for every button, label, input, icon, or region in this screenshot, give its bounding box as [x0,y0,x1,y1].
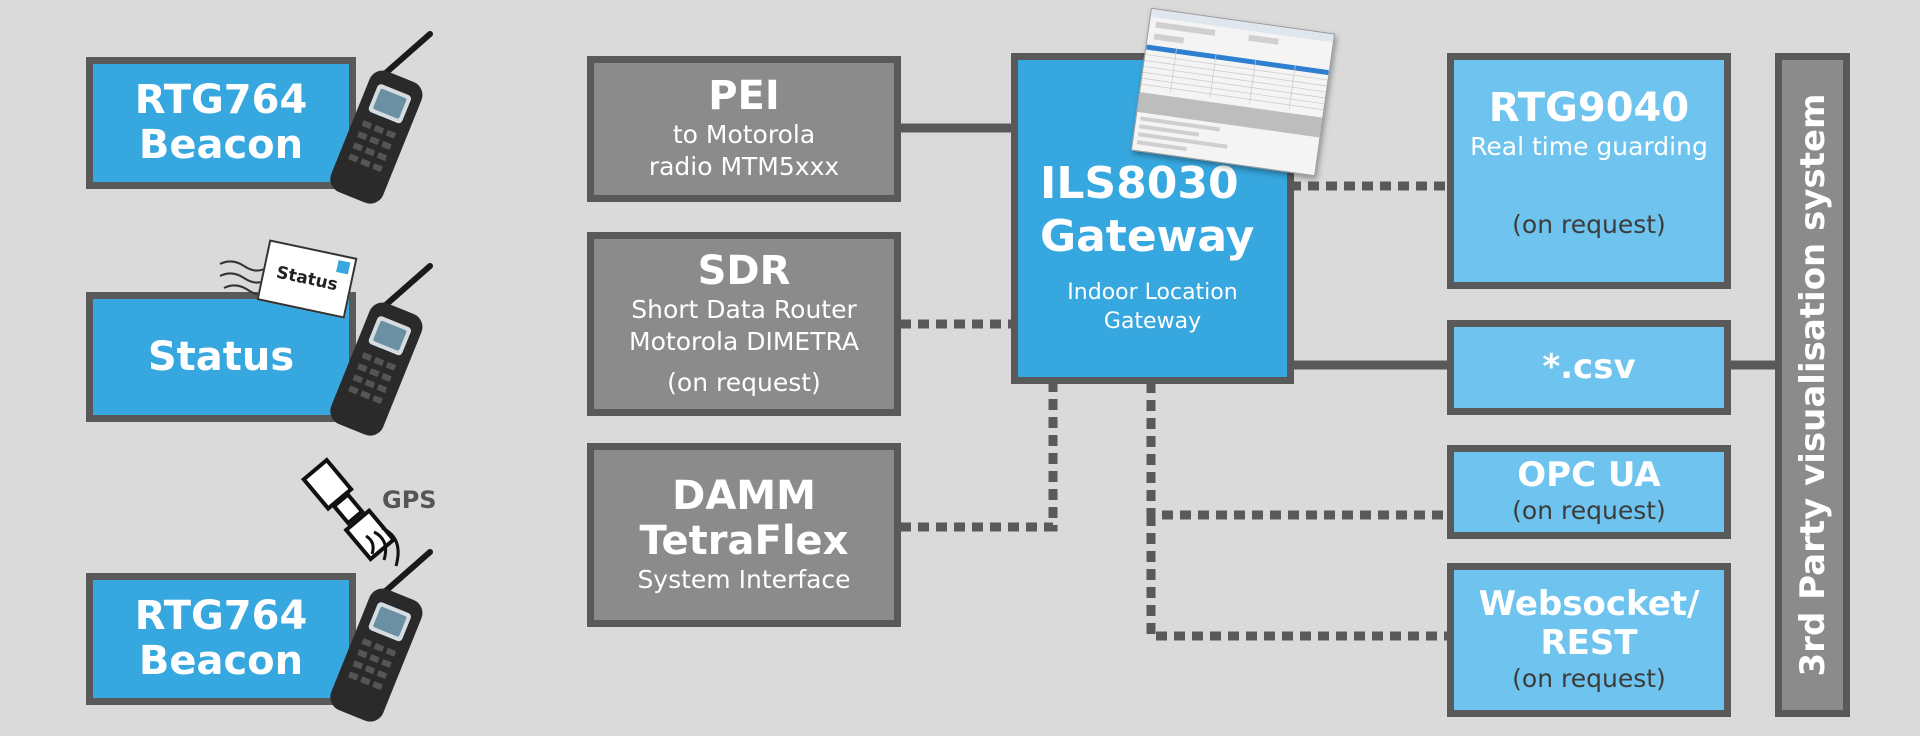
csv-box: *.csv [1447,320,1731,415]
websocket-box: Websocket/ REST (on request) [1447,563,1731,717]
opcua-title: OPC UA [1517,455,1661,496]
pei-title: PEI [708,73,780,120]
satellite-icon [300,457,400,567]
damm-line1: System Interface [637,564,851,594]
pei-box: PEI to Motorola radio MTM5xxx [587,56,901,202]
beacon-top-line2: Beacon [138,122,304,168]
rtg9040-box: RTG9040 Real time guarding (on request) [1447,53,1731,289]
rtg764-beacon-top-box: RTG764 Beacon [86,57,356,189]
damm-gateway-line [900,382,1058,532]
opcua-box: OPC UA (on request) [1447,445,1731,539]
rtg9040-line2: (on request) [1512,210,1666,240]
software-window-thumbnail [1130,7,1336,177]
sdr-box: SDR Short Data Router Motorola DIMETRA (… [587,232,901,416]
csv-title: *.csv [1542,346,1636,387]
gateway-opcua-line [1146,382,1450,520]
rtg764-beacon-bottom-box: RTG764 Beacon [86,573,356,705]
websocket-line1: (on request) [1512,663,1666,693]
rtg9040-title: RTG9040 [1488,85,1690,131]
gps-label: GPS [382,486,437,514]
radio-handset-icon [330,31,433,204]
radio-handset-icon [330,549,433,722]
beacon-bottom-line1: RTG764 [134,593,308,640]
status-tag-corner [336,260,351,275]
pei-line2: radio MTM5xxx [648,152,840,182]
rtg9040-line1: Real time guarding [1470,131,1708,161]
beacon-top-line1: RTG764 [134,77,308,124]
sdr-line2: Motorola DIMETRA [629,327,859,357]
window-grid-graphic [1136,8,1334,152]
websocket-title2: REST [1540,622,1638,663]
damm-title1: DAMM [672,472,816,519]
sdr-line3: (on request) [667,367,821,397]
damm-title2: TetraFlex [639,517,849,564]
websocket-title1: Websocket/ [1478,583,1700,624]
gateway-websocket-line [1146,515,1450,641]
gateway-title1: ILS8030 [1040,158,1239,210]
sdr-title: SDR [697,247,791,294]
opcua-line1: (on request) [1512,496,1666,526]
pei-line1: to Motorola [672,119,816,149]
damm-box: DAMM TetraFlex System Interface [587,443,901,627]
status-tag-label: Status [274,262,340,296]
sdr-line1: Short Data Router [631,294,857,324]
gateway-title2: Gateway [1040,210,1255,262]
visualisation-system-box: 3rd Party visualisation system [1775,53,1850,717]
visualisation-label: 3rd Party visualisation system [1792,93,1833,677]
status-label: Status [147,333,295,380]
radio-handset-icon [330,263,433,436]
gateway-subtitle: Indoor Location Gateway [1067,279,1238,335]
beacon-bottom-line2: Beacon [138,638,304,684]
